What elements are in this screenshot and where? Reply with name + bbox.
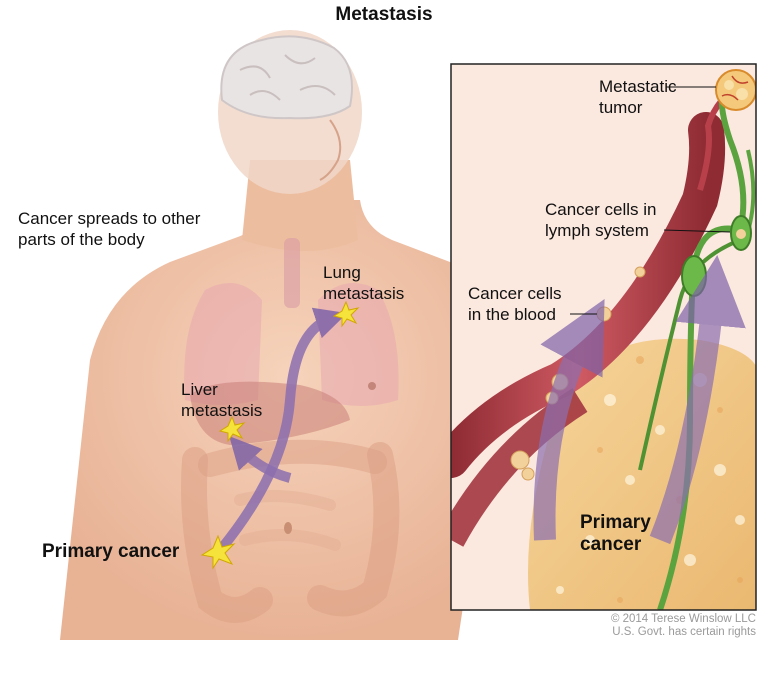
lymph-system-label: Cancer cells in lymph system [545,199,657,241]
blood-label: Cancer cells in the blood [468,283,562,325]
primary-cancer-label: Primary cancer [42,541,179,563]
copyright-notice: © 2014 Terese Winslow LLC U.S. Govt. has… [611,613,756,639]
spread-label: Cancer spreads to other parts of the bod… [18,208,238,250]
metastatic-tumor [716,70,756,110]
liver-metastasis-label: Liver metastasis [181,379,262,421]
lung-metastasis-label: Lung metastasis [323,262,404,304]
lymph-node [682,256,706,296]
inset-primary-cancer-label: Primary cancer [580,512,651,556]
metastatic-tumor-label: Metastatic tumor [599,76,676,118]
